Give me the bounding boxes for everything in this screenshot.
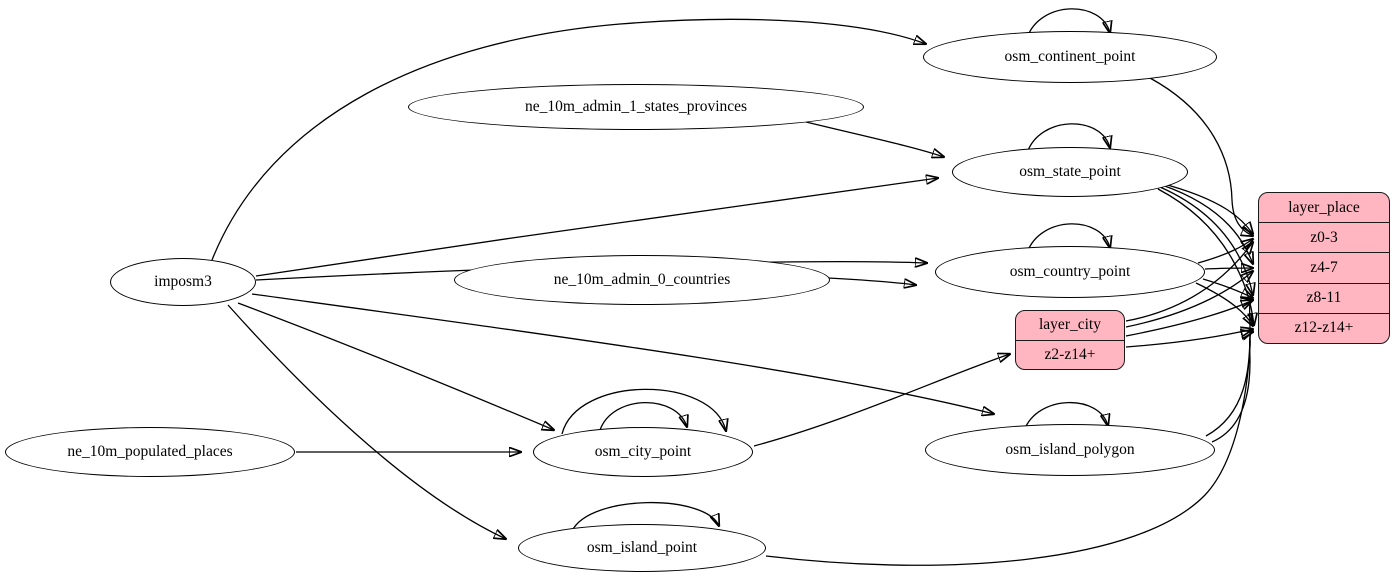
node-osm-island-polygon: osm_island_polygon: [925, 424, 1215, 476]
node-ne-10m-populated-places: ne_10m_populated_places: [5, 427, 295, 477]
node-label: osm_state_point: [1019, 163, 1121, 180]
edge-self-osm_island_point: [571, 501, 719, 532]
node-osm-state-point: osm_state_point: [952, 147, 1188, 197]
edge-osm_state_point-layer_place-z4-7: [1161, 184, 1253, 264]
edge-osm_state_point-layer_place-z0-3: [1159, 182, 1253, 234]
edge-osm_country_point-layer_place-z4-7: [1204, 268, 1253, 269]
node-ne-10m-admin-0-countries: ne_10m_admin_0_countries: [454, 255, 830, 305]
node-label: osm_island_point: [586, 539, 698, 556]
node-label: ne_10m_admin_1_states_provinces: [524, 98, 748, 115]
node-label: ne_10m_admin_0_countries: [553, 271, 731, 288]
edge-imposm3-osm_island_point: [227, 304, 506, 539]
node-imposm3: imposm3: [110, 258, 256, 306]
edge-imposm3-osm_state_point: [255, 178, 938, 277]
node-label: osm_island_polygon: [1005, 441, 1135, 458]
record-layer-city: layer_city z2-z14+: [1015, 310, 1125, 370]
node-label: osm_city_point: [594, 443, 692, 460]
edge-self-osm_country_point: [1026, 223, 1110, 254]
record-layer-city-title: layer_city: [1039, 316, 1101, 334]
node-label: osm_country_point: [1009, 263, 1131, 280]
edge-osm_state_point-layer_place-z12-z14: [1157, 188, 1254, 325]
edge-osm_island_polygon-layer_place-z12-z14: [1211, 331, 1253, 443]
node-label: osm_continent_point: [1004, 48, 1136, 65]
record-layer-place: layer_place z0-3 z4-7 z8-11 z12-z14+: [1258, 192, 1390, 344]
edge-osm_island_polygon-layer_place-z8-11: [1205, 300, 1253, 437]
edge-osm_island_point-layer_place-z12-z14: [765, 332, 1253, 566]
edge-imposm3-osm_continent_point: [211, 18, 926, 261]
node-osm-continent-point: osm_continent_point: [923, 31, 1217, 83]
edge-ne_10m_admin_0_countries-osm_country_point: [827, 277, 916, 285]
node-ne-10m-admin-1-states-provinces: ne_10m_admin_1_states_provinces: [408, 84, 864, 130]
edge-imposm3-osm_city_point: [237, 302, 554, 430]
edge-imposm3-osm_island_polygon: [251, 293, 994, 414]
node-label: ne_10m_populated_places: [67, 443, 233, 460]
node-osm-city-point: osm_city_point: [533, 427, 753, 477]
record-layer-place-row-z12-z14: z12-z14+: [1259, 312, 1389, 343]
record-layer-place-title: layer_place: [1288, 198, 1360, 216]
record-layer-city-row-z2-z14: z2-z14+: [1016, 339, 1124, 370]
node-osm-island-point: osm_island_point: [518, 524, 766, 572]
edge-layer_city-layer_place-z0-3: [1125, 242, 1253, 322]
edge-osm_country_point-layer_place-z0-3: [1197, 239, 1253, 264]
edge-osm_state_point-layer_place-z8-11: [1159, 186, 1253, 295]
node-label: imposm3: [154, 273, 212, 290]
edge-self-osm_city_point-inner: [599, 401, 687, 431]
edge-layer_city-layer_place-z4-7: [1125, 271, 1253, 328]
edge-osm_city_point-layer_city-z2: [753, 354, 1010, 447]
edge-self-osm_city_point-outer: [561, 388, 726, 435]
record-layer-place-row-z0-3: z0-3: [1259, 222, 1389, 252]
edge-self-osm_state_point: [1026, 123, 1110, 154]
edge-ne_10m_admin_1_states_provinces-osm_state_point: [805, 121, 944, 157]
edge-osm_country_point-layer_place-z8-11: [1202, 278, 1253, 298]
record-layer-place-row-z8-11: z8-11: [1259, 282, 1389, 313]
record-layer-place-row-z4-7: z4-7: [1259, 252, 1389, 282]
edge-self-osm_island_polygon: [1023, 401, 1108, 432]
edge-osm_country_point-layer_place-z12-z14: [1195, 282, 1253, 326]
edge-osm_continent_point-layer_place-z0-3: [1149, 77, 1253, 236]
node-osm-country-point: osm_country_point: [935, 246, 1205, 298]
edge-self-osm_continent_point: [1026, 8, 1110, 39]
